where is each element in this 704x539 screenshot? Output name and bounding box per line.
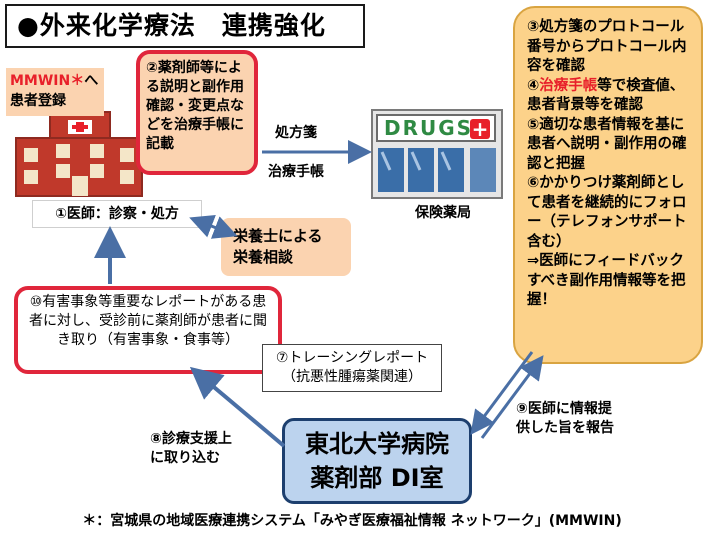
step10-pre-visit-interview: ⑩有害事象等重要なレポートがある患者に対し、受診前に薬剤師が患者に聞き取り（有害…: [14, 286, 282, 374]
drugs-sign-text: DRUGS: [384, 116, 474, 140]
step7-arrow: [470, 351, 534, 435]
mmwin-suffix: へ: [84, 73, 99, 89]
page-title: ●外来化学療法 連携強化: [5, 4, 365, 48]
pharmacy-item-4-notebook: 治療手帳: [539, 77, 598, 94]
patient-registration-label: 患者登録: [10, 93, 66, 109]
mmwin-registration-box: MMWIN＊へ 患者登録: [6, 68, 104, 116]
step8-arrow: [189, 366, 286, 448]
step9-arrow: [480, 355, 544, 439]
step7-tracing-report: ⑦トレーシングレポート （抗悪性腫瘍薬関連）: [262, 344, 442, 392]
footnote: ＊：宮城県の地域医療連携システム「みやぎ医療福祉情報 ネットワーク」(MMWIN…: [82, 513, 622, 529]
nutrition-arrow: [189, 214, 238, 239]
pharmacy-item-4-rest: 等で検査値、患者背景等を確認: [527, 77, 685, 114]
nutrition-consultation: 栄養士による 栄養相談: [221, 218, 351, 276]
pharmacy-item-4: ④治療手帳等で検査値、患者背景等を確認: [527, 77, 693, 116]
treatment-notebook-label: 治療手帳: [268, 164, 324, 180]
pharmacy-feedback: ⇒医師にフィードバックすべき副作用情報等を把握！: [527, 253, 686, 308]
pharmacy-item-5: ⑤適切な患者情報を基に患者へ説明・副作用の確認と把握: [527, 116, 687, 172]
red-cross-icon: +: [470, 117, 490, 141]
drugs-sign: DRUGS +: [376, 114, 496, 142]
step8-label: ⑧診療支援上 に取り込む: [150, 431, 232, 466]
university-di-office: 東北大学病院 薬剤部 DI室: [282, 418, 472, 504]
step9-label: ⑨医師に情報提 供した旨を報告: [516, 401, 614, 436]
pharmacy-item-3: ③処方箋のプロトコール番号からプロトコール内容を確認: [527, 19, 687, 74]
pharmacy-actions-box: ③処方箋のプロトコール番号からプロトコール内容を確認 ④治療手帳等で検査値、患者…: [513, 6, 703, 364]
pharmacy-item-6: ⑥かかりつけ薬剤師として患者を継続的にフォロー（テレフォンサポート含む）: [527, 175, 687, 250]
pharmacy-label: 保険薬局: [415, 205, 471, 221]
step1-doctor-exam: ①医師：診察・処方: [32, 200, 202, 228]
step2-pharmacist-explanation: ②薬剤師等による説明と副作用確認・変更点などを治療手帳に記載: [136, 50, 258, 175]
pharmacy-item-4-prefix: ④: [527, 77, 540, 94]
mmwin-label: MMWIN＊: [10, 73, 85, 89]
prescription-label: 処方箋: [275, 125, 317, 141]
